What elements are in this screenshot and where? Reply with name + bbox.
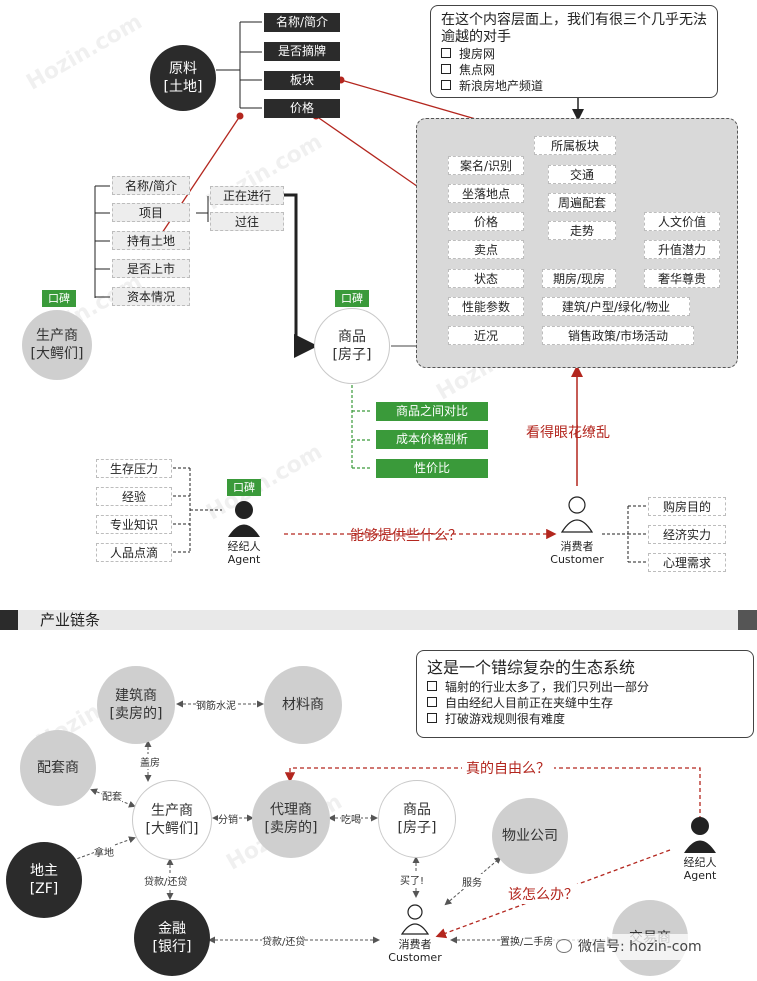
edge-label: 钢筋水泥 — [196, 697, 236, 712]
product-attr: 案名/识别 — [448, 156, 524, 175]
perf-detail: 建筑/户型/绿化/物业 — [542, 297, 690, 316]
finance-node: 金融[银行] — [134, 900, 210, 976]
edge-label: 置换/二手房 — [500, 933, 554, 948]
product-attr: 近况 — [448, 326, 524, 345]
raw-attr: 板块 — [264, 71, 340, 90]
selling-point: 人文价值 — [644, 212, 720, 231]
product-attr: 价格 — [448, 212, 524, 231]
product-label: 商品 — [338, 329, 366, 345]
supporting-node: 配套商 — [20, 730, 96, 806]
section-title: 产业链条 — [40, 611, 101, 629]
customer-attr: 心理需求 — [648, 553, 726, 572]
project-status: 正在进行 — [210, 186, 284, 205]
edge-label: 配套 — [102, 788, 122, 803]
section-header-bar — [0, 610, 757, 630]
koubei-tag: 口碑 — [42, 290, 76, 307]
customer-attr: 购房目的 — [648, 497, 726, 516]
developer-node: 生产商 [大鳄们] — [22, 310, 92, 380]
note-title: 在这个内容层面上，我们有很三个几乎无法逾越的对手 — [441, 12, 707, 45]
agent-quality: 生存压力 — [96, 459, 172, 478]
note-item: 辐射的行业太多了，我们只列出一部分 — [427, 679, 743, 695]
ecosystem-note: 这是一个错综复杂的生态系统 辐射的行业太多了，我们只列出一部分 自由经纪人目前正… — [416, 650, 754, 738]
developer-label: 生产商 — [36, 328, 78, 344]
raw-attr: 是否摘牌 — [264, 42, 340, 61]
note-item: 新浪房地产频道 — [441, 78, 707, 94]
raw-material-label: 原料 — [169, 61, 197, 77]
wechat-icon — [556, 939, 572, 953]
property-node: 物业公司 — [492, 798, 568, 874]
agent-quality: 经验 — [96, 487, 172, 506]
note-item: 打破游戏规则很有难度 — [427, 711, 743, 727]
project-status: 过往 — [210, 212, 284, 231]
edge-label: 盖房 — [140, 754, 160, 769]
competitors-note: 在这个内容层面上，我们有很三个几乎无法逾越的对手 搜房网 焦点网 新浪房地产频道 — [430, 5, 718, 98]
developer-node-lower: 生产商[大鳄们] — [132, 780, 212, 860]
customer-attr: 经济实力 — [648, 525, 726, 544]
note-title: 这是一个错综复杂的生态系统 — [427, 658, 636, 677]
selling-point: 奢华尊贵 — [644, 269, 720, 288]
product-attr: 坐落地点 — [448, 184, 524, 203]
location-detail: 周遍配套 — [548, 193, 616, 212]
service-item: 成本价格剖析 — [376, 430, 488, 449]
recent-detail: 销售政策/市场活动 — [542, 326, 694, 345]
note-item: 自由经纪人目前正在夹缝中生存 — [427, 695, 743, 711]
dazzle-text: 看得眼花缭乱 — [526, 425, 610, 441]
offer-text: 能够提供些什么？ — [350, 528, 462, 544]
builder-node: 建筑商[卖房的] — [97, 666, 175, 744]
wechat-badge: 微信号: hozin-com — [552, 934, 710, 960]
edge-label: 吃喝 — [341, 811, 361, 826]
note-item: 焦点网 — [441, 62, 707, 78]
selling-point: 升值潜力 — [644, 240, 720, 259]
service-item: 性价比 — [376, 459, 488, 478]
developer-attr: 项目 — [112, 203, 190, 222]
edge-label: 贷款/还贷 — [262, 933, 306, 948]
developer-attr: 是否上市 — [112, 259, 190, 278]
landlord-node: 地主[ZF] — [6, 842, 82, 918]
product-node-lower: 商品[房子] — [378, 780, 456, 858]
price-detail: 走势 — [548, 221, 616, 240]
product-attr: 状态 — [448, 269, 524, 288]
howto-text: 该怎么办？ — [506, 884, 580, 904]
koubei-tag: 口碑 — [227, 479, 261, 496]
edge-label: 买了! — [400, 872, 425, 887]
edge-label: 服务 — [462, 874, 482, 889]
product-attr: 性能参数 — [448, 297, 524, 316]
koubei-tag: 口碑 — [335, 290, 369, 307]
freedom-text: 真的自由么？ — [462, 758, 554, 778]
location-detail: 所属板块 — [534, 136, 616, 155]
raw-material-node: 原料 [土地] — [150, 45, 216, 111]
section-header-end — [738, 610, 757, 630]
section-header-marker — [0, 610, 18, 630]
materials-node: 材料商 — [264, 666, 342, 744]
raw-attr: 名称/简介 — [264, 13, 340, 32]
product-node: 商品 [房子] — [314, 308, 390, 384]
agent-quality: 人品点滴 — [96, 543, 172, 562]
edge-label: 拿地 — [94, 844, 114, 859]
note-item: 搜房网 — [441, 46, 707, 62]
agency-node: 代理商[卖房的] — [252, 780, 330, 858]
location-detail: 交通 — [548, 165, 616, 184]
product-sub: [房子] — [332, 347, 372, 363]
developer-attr: 名称/简介 — [112, 176, 190, 195]
agent-quality: 专业知识 — [96, 515, 172, 534]
raw-attr: 价格 — [264, 99, 340, 118]
agent-figure-icon — [228, 501, 260, 537]
raw-material-sub: [土地] — [163, 79, 203, 95]
status-detail: 期房/现房 — [542, 269, 616, 288]
edge-label: 分销 — [218, 811, 238, 826]
developer-attr: 持有土地 — [112, 231, 190, 250]
developer-sub: [大鳄们] — [30, 346, 84, 362]
product-attr: 卖点 — [448, 240, 524, 259]
service-item: 商品之间对比 — [376, 402, 488, 421]
developer-attr: 资本情况 — [112, 287, 190, 306]
edge-label: 贷款/还贷 — [144, 873, 188, 888]
